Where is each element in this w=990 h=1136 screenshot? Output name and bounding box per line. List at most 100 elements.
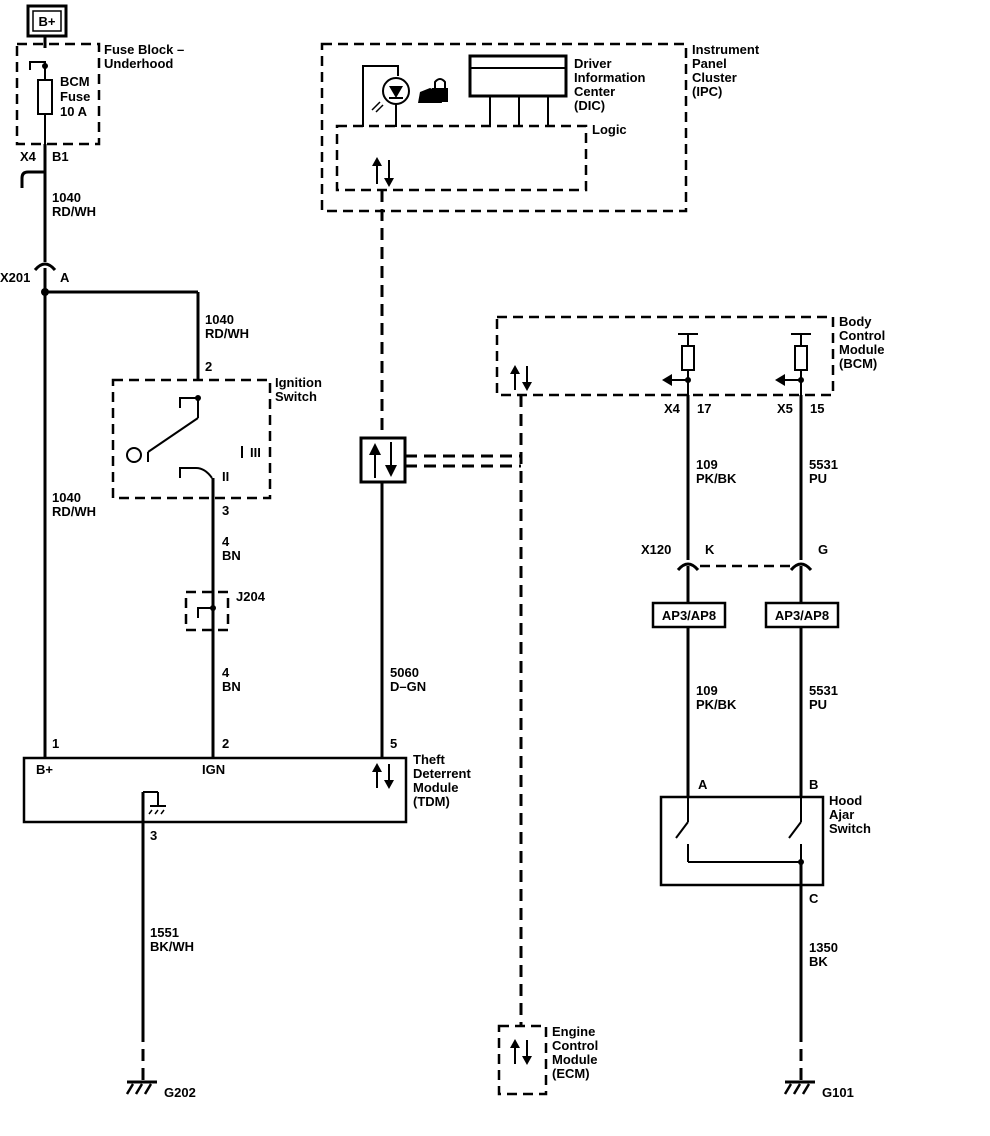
bcm-data-arrows-icon (510, 365, 532, 391)
wire-109-lower-color: PK/BK (696, 697, 737, 712)
fuse-block-title-2: Underhood (104, 56, 173, 71)
tdm-pin-3: 3 (150, 828, 157, 843)
dic-label-2: Information (574, 70, 646, 85)
tdm-title-3: Module (413, 780, 459, 795)
fuse-conn-x4: X4 (20, 149, 37, 164)
x201-label: X201 (0, 270, 30, 285)
splice-j204: J204 (184, 589, 266, 632)
dic-label-1: Driver (574, 56, 612, 71)
wire-109-lower-num: 109 (696, 683, 718, 698)
ground-g202-icon (125, 1080, 157, 1095)
hood-pin-a: A (698, 777, 708, 792)
svg-text:AP3/AP8: AP3/AP8 (662, 608, 716, 623)
tdm-pin-2: 2 (222, 736, 229, 751)
ground-g202-label: G202 (164, 1085, 196, 1100)
bcm-title-1: Body (839, 314, 872, 329)
fuse-label-1: BCM (60, 74, 90, 89)
tdm-pin-1: 1 (52, 736, 59, 751)
ign-title-2: Switch (275, 389, 317, 404)
ignition-switch: 2 Ignition Switch II III (111, 359, 322, 500)
x201-connector-symbol (33, 262, 57, 272)
wire-1551-color: BK/WH (150, 939, 194, 954)
wire-109-upper-color: PK/BK (696, 471, 737, 486)
wire-5531-lower-num: 5531 (809, 683, 838, 698)
hood-ajar-switch: A B Hood Ajar Switch (659, 777, 871, 887)
wire-1551-num: 1551 (150, 925, 179, 940)
dic-label-4: (DIC) (574, 98, 605, 113)
theft-deterrent-module: 1 2 5 B+ IGN Theft Deterrent Module (TDM… (22, 736, 471, 824)
battery-source: B+ (26, 4, 68, 38)
wire-5060-color: D–GN (390, 679, 426, 694)
wire-1040-ign-num: 1040 (205, 312, 234, 327)
x120-connector: X120 K G (641, 542, 828, 572)
ecm-title-2: Control (552, 1038, 598, 1053)
hood-pin-c: C (809, 891, 819, 906)
option-label-left: AP3/AP8 (651, 601, 727, 629)
wire-109-upper-num: 109 (696, 457, 718, 472)
splice-label: J204 (236, 589, 266, 604)
dic-label-3: Center (574, 84, 615, 99)
ipc-logic-label: Logic (592, 122, 627, 137)
x120-pin-k: K (705, 542, 715, 557)
tdm-title-2: Deterrent (413, 766, 471, 781)
ipc-title-1: Instrument (692, 42, 760, 57)
wire-1040-top-num: 1040 (52, 190, 81, 205)
hood-title-2: Ajar (829, 807, 854, 822)
fuse-label-2: Fuse (60, 89, 90, 104)
bcm-title-4: (BCM) (839, 356, 877, 371)
tdm-label-bplus: B+ (36, 762, 53, 777)
tdm-title-1: Theft (413, 752, 445, 767)
instrument-panel-cluster: Instrument Panel Cluster (IPC) Driver In… (320, 42, 760, 213)
tdm-label-ign: IGN (202, 762, 225, 777)
bcm-title-2: Control (839, 328, 885, 343)
wire-5531-upper-num: 5531 (809, 457, 838, 472)
bcm-conn-x4: X4 (664, 401, 681, 416)
hood-pin-b: B (809, 777, 818, 792)
wire-5060-num: 5060 (390, 665, 419, 680)
x120-label: X120 (641, 542, 671, 557)
ipc-data-arrows-icon (372, 157, 394, 187)
ign-pos-iii: III (250, 445, 261, 460)
ecm-title-1: Engine (552, 1024, 595, 1039)
wire-5531-lower-color: PU (809, 697, 827, 712)
ecm-data-arrows-icon (510, 1039, 532, 1065)
ign-pin-2: 2 (205, 359, 212, 374)
battery-label: B+ (39, 14, 56, 29)
fuse-conn-b1: B1 (52, 149, 69, 164)
dic-display (468, 54, 568, 98)
wire-1350-color: BK (809, 954, 828, 969)
wire-4bn-lower-num: 4 (222, 665, 230, 680)
wire-4bn-upper-color: BN (222, 548, 241, 563)
ecm-title-4: (ECM) (552, 1066, 590, 1081)
wire-1040-ign-color: RD/WH (205, 326, 249, 341)
ipc-title-3: Cluster (692, 70, 737, 85)
hood-title-1: Hood (829, 793, 862, 808)
wire-1040-left-num: 1040 (52, 490, 81, 505)
fuse-block-title-1: Fuse Block – (104, 42, 184, 57)
ground-g101-label: G101 (822, 1085, 854, 1100)
ipc-title-2: Panel (692, 56, 727, 71)
bcm-pin-15: 15 (810, 401, 824, 416)
wire-4bn-lower-color: BN (222, 679, 241, 694)
ipc-title-4: (IPC) (692, 84, 722, 99)
x201-pin-a: A (60, 270, 70, 285)
ign-pin-3: 3 (222, 503, 229, 518)
engine-control-module: Engine Control Module (ECM) (497, 1024, 598, 1096)
ground-g101-icon (783, 1080, 815, 1095)
ign-title-1: Ignition (275, 375, 322, 390)
wire-1040-top-color: RD/WH (52, 204, 96, 219)
fuse-block: Fuse Block – Underhood BCM Fuse 10 A (15, 42, 184, 146)
bcm-title-3: Module (839, 342, 885, 357)
hood-title-3: Switch (829, 821, 871, 836)
serial-data-junction (359, 436, 407, 484)
bcm-conn-x5: X5 (777, 401, 793, 416)
ign-pos-ii: II (222, 469, 229, 484)
bcm-pin-17: 17 (697, 401, 711, 416)
svg-text:AP3/AP8: AP3/AP8 (775, 608, 829, 623)
car-lock-icon (418, 78, 448, 103)
tdm-title-4: (TDM) (413, 794, 450, 809)
wire-1350-num: 1350 (809, 940, 838, 955)
wire-1040-left-color: RD/WH (52, 504, 96, 519)
fuse-label-3: 10 A (60, 104, 88, 119)
